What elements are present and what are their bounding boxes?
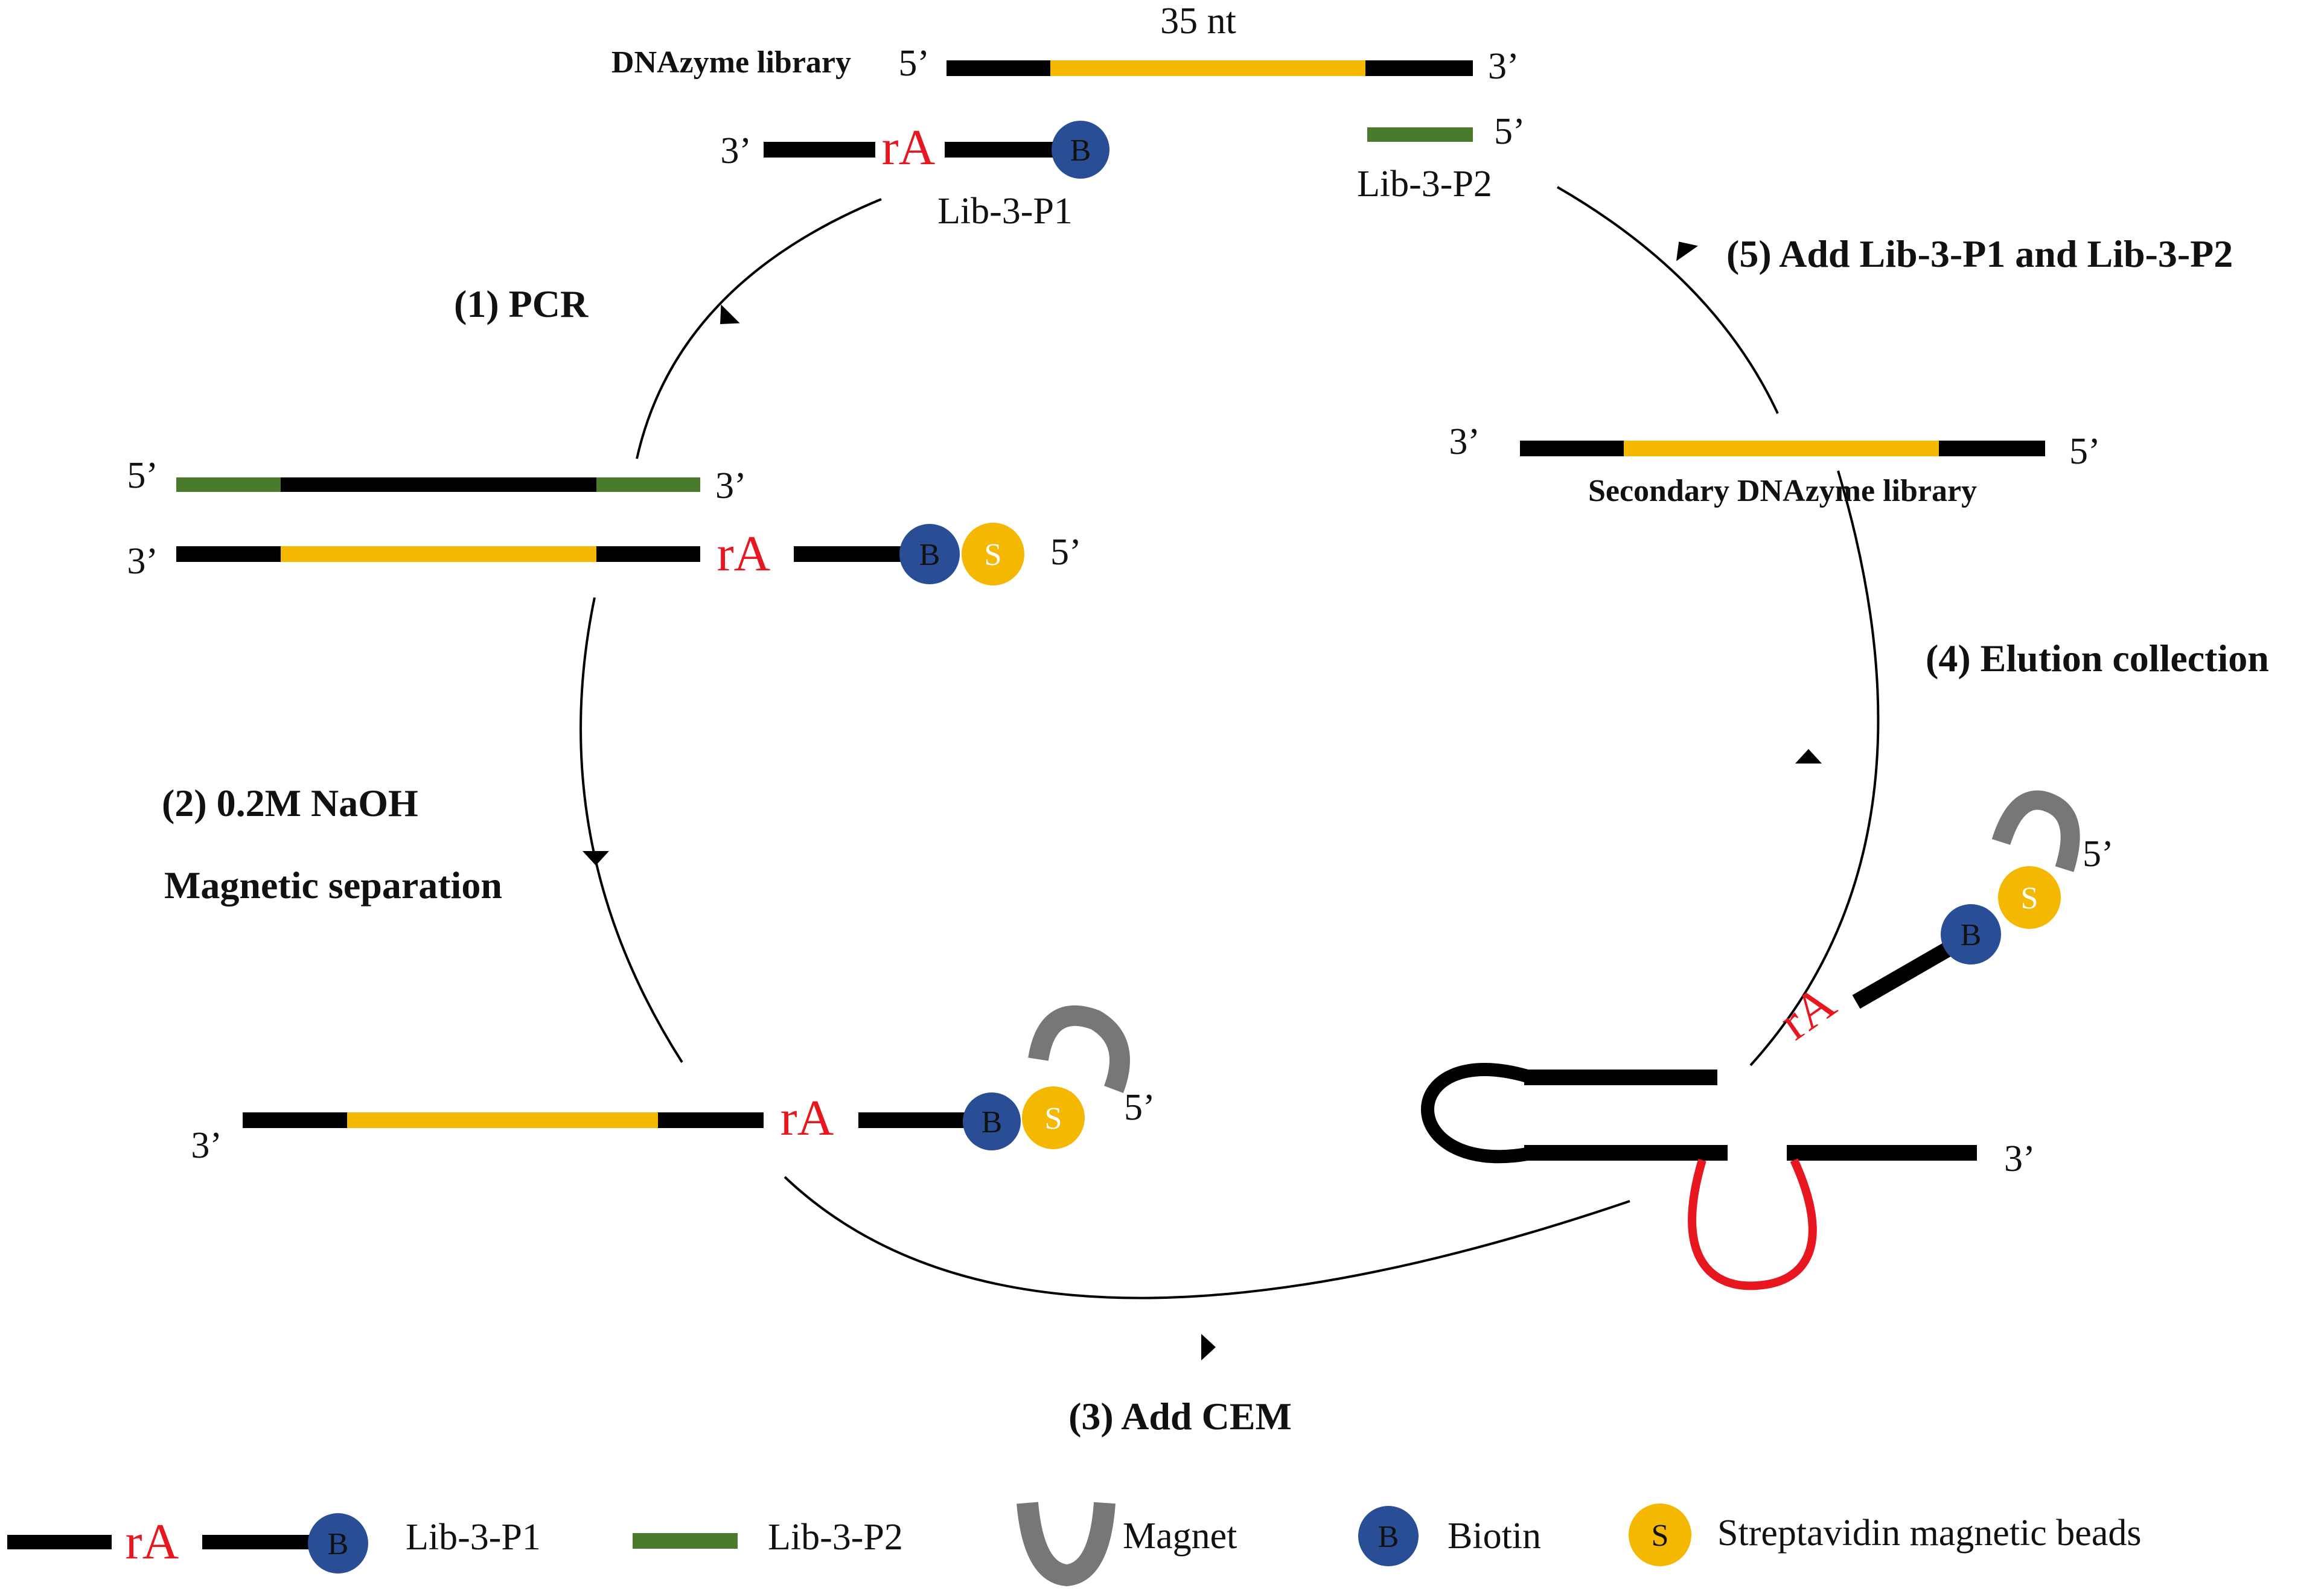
arrow-step1 [636,198,882,459]
pcr-top-three-prime: 3’ [715,465,747,506]
legend-item-p1: rA B Lib-3-P1 [7,1513,541,1573]
legend-biotin-icon [1358,1506,1419,1566]
p1-ribo-adenosine: rA [882,120,936,176]
library-three-prime: 3’ [1488,46,1519,87]
arrowhead-step2 [583,851,609,866]
arrow-heads [583,241,1822,1360]
pcr-bead-letter: S [985,538,1002,572]
sep-three-prime: 3’ [191,1125,222,1166]
primer-p1: 3’ rA B Lib-3-P1 [720,120,1109,232]
released-fragment: rA B S 5’ [1769,790,2114,1051]
p1-label: Lib-3-P1 [937,191,1073,232]
sep-biotin [963,1092,1021,1150]
dnazyme-library-strand: 35 nt DNAzyme library 5’ 3’ [611,1,1519,87]
hairpin-three-prime: 3’ [2004,1138,2035,1179]
p1-biotin [1052,121,1109,179]
released-magnet-icon [1991,790,2080,872]
legend-p2-label: Lib-3-P2 [768,1517,903,1558]
released-five-prime: 5’ [2083,834,2114,875]
sep-streptavidin-bead [1022,1086,1085,1149]
legend: rA B Lib-3-P1 Lib-3-P2 Magnet B Biotin S… [7,1502,2141,1587]
sep-five-prime: 5’ [1124,1087,1155,1128]
step4-label: (4) Elution collection [1926,637,2269,680]
released-ribo-adenosine: rA [1769,974,1845,1051]
step3-label: (3) Add CEM [1068,1395,1292,1438]
pcr-streptavidin-bead [962,523,1024,585]
legend-magnet-icon [1017,1502,1116,1587]
pcr-five-prime: 5’ [1050,532,1082,573]
library-five-prime: 5’ [898,43,930,84]
legend-bead-icon [1629,1503,1691,1566]
hairpin-loop [1421,1063,1530,1164]
arrow-step4 [1749,470,1880,1067]
length-label: 35 nt [1160,1,1236,42]
p1-biotin-letter: B [1070,133,1091,168]
secondary-five-prime: 5’ [2069,431,2101,472]
catalytic-loop [1688,1158,1817,1290]
sep-biotin-letter: B [982,1105,1003,1140]
step2-label-line1: (2) 0.2M NaOH [162,782,418,824]
step2-label-line2: Magnetic separation [164,864,502,907]
arrow-step2 [579,597,683,1063]
released-biotin-letter: B [1961,918,1982,952]
cycle-arrows [579,186,1880,1299]
arrow-step5 [1557,186,1779,414]
arrowhead-step4 [1795,749,1822,764]
secondary-library-strand: 3’ 5’ Secondary DNAzyme library [1449,421,2100,508]
p1-three-prime: 3’ [720,130,752,171]
library-label: DNAzyme library [611,45,851,80]
released-arm [1852,937,1960,1009]
legend-p1-biotin [308,1513,368,1573]
p2-five-prime: 5’ [1494,111,1525,152]
pcr-bottom-three-prime: 3’ [127,541,158,582]
p2-label: Lib-3-P2 [1357,164,1492,205]
legend-p1-biotin-letter: B [328,1527,349,1561]
legend-item-p2: Lib-3-P2 [633,1517,903,1558]
arrowhead-step1 [720,304,740,324]
arrowhead-step3 [1201,1334,1216,1360]
released-bead-letter: S [2021,881,2038,916]
legend-item-magnet: Magnet [1017,1502,1237,1587]
legend-item-biotin: B Biotin [1358,1506,1541,1566]
step5-label: (5) Add Lib-3-P1 and Lib-3-P2 [1726,232,2233,275]
sep-magnet-icon [1028,1005,1130,1093]
legend-magnet-label: Magnet [1123,1516,1237,1557]
sep-ribo-adenosine: rA [781,1090,834,1146]
legend-biotin-label: Biotin [1448,1516,1541,1557]
arrowhead-step5 [1676,241,1699,261]
pcr-top-five-prime: 5’ [127,455,158,496]
sep-bead-letter: S [1045,1102,1062,1136]
arrow-step3 [784,1176,1630,1299]
legend-p1-label: Lib-3-P1 [406,1517,541,1558]
legend-biotin-letter: B [1378,1520,1399,1554]
released-biotin [1941,904,2001,964]
cleaved-hairpin: 3’ [1421,1063,2035,1290]
pcr-ribo-adenosine: rA [717,526,771,582]
primer-p2: 5’ Lib-3-P2 [1357,111,1525,205]
secondary-three-prime: 3’ [1449,421,1480,462]
separated-strand: 3’ rA B S 5’ [191,1005,1155,1166]
step1-label: (1) PCR [454,282,589,325]
released-streptavidin-bead [1998,866,2061,929]
secondary-library-label: Secondary DNAzyme library [1588,474,1977,508]
pcr-product: 5’ 3’ 3’ rA B S 5’ [127,455,1082,585]
legend-item-beads: S Streptavidin magnetic beads [1629,1503,2141,1566]
legend-beads-label: Streptavidin magnetic beads [1717,1513,2141,1554]
legend-bead-letter: S [1652,1519,1669,1553]
pcr-biotin-letter: B [919,538,940,572]
pcr-biotin [899,524,960,584]
legend-p1-ribo: rA [126,1514,179,1570]
